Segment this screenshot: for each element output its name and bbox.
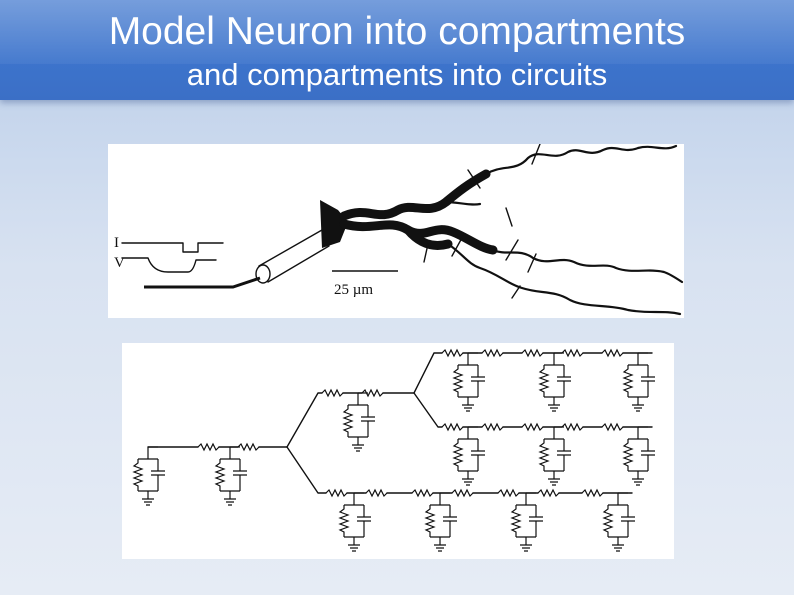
branch-top (413, 349, 656, 412)
current-trace (121, 242, 224, 253)
neuron-figure: I V 25 µm (108, 144, 684, 318)
dendrite-branch-4 (444, 200, 482, 206)
pipette (258, 229, 330, 283)
fork-upper (286, 389, 415, 452)
trunk-branch (133, 443, 288, 506)
title-bar: Model Neuron into compartments and compa… (0, 0, 794, 100)
branch-bottom (325, 489, 636, 552)
dendrite-branch-1 (484, 144, 678, 176)
dendrite-trunk-3 (403, 225, 453, 250)
dendrite-branch-3 (446, 242, 682, 316)
neuron-svg: I V 25 µm (114, 144, 684, 316)
branch-middle (413, 392, 656, 486)
dendrite-branch-2 (491, 248, 684, 284)
trace-label-i: I (114, 235, 119, 251)
soma (320, 200, 348, 248)
dendrite-spines (423, 144, 541, 299)
dendrite-trunk-2 (339, 219, 498, 255)
title-highlight (0, 0, 794, 64)
circuit-svg (133, 349, 656, 552)
slide-title: Model Neuron into compartments (108, 10, 686, 53)
trace-label-v: V (114, 255, 125, 271)
scale-label: 25 µm (334, 282, 373, 298)
pipette-tip (255, 264, 271, 284)
electrode-wire (144, 276, 261, 289)
voltage-trace (121, 257, 217, 273)
slide-subtitle: and compartments into circuits (186, 57, 608, 92)
dendrite-trunk-1 (339, 169, 491, 221)
fork-lower-wire (286, 446, 327, 494)
circuit-diagram (122, 343, 674, 559)
